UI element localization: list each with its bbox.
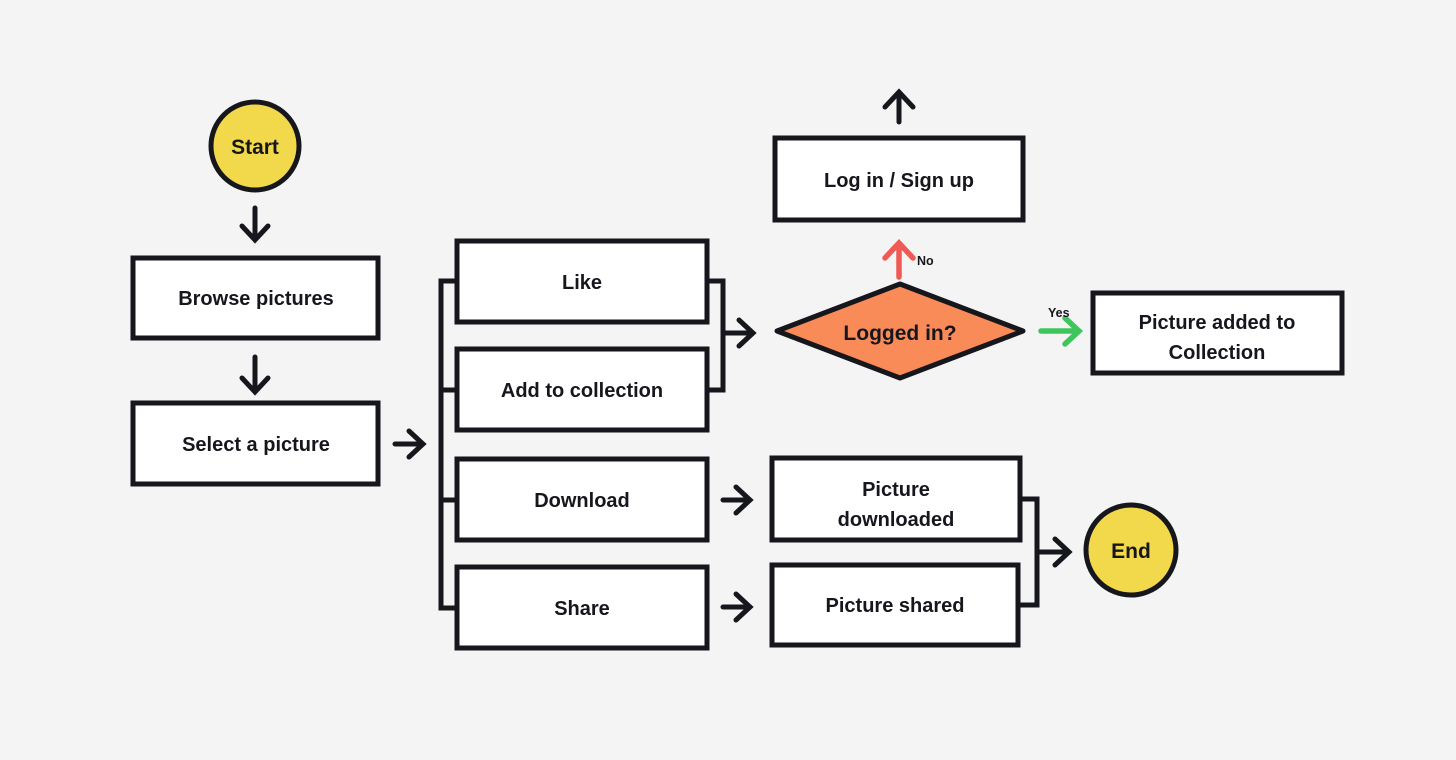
arrow-decision-yes bbox=[1038, 315, 1084, 347]
picture-added-label-line2: Collection bbox=[1169, 342, 1266, 364]
picture-downloaded-label-line2: downloaded bbox=[838, 509, 955, 531]
node-logged-in-decision[interactable]: Logged in? bbox=[774, 281, 1026, 381]
arrow-login-up bbox=[882, 88, 916, 125]
node-picture-shared[interactable]: Picture shared bbox=[769, 562, 1021, 648]
node-end[interactable]: End bbox=[1083, 502, 1179, 598]
node-start[interactable]: Start bbox=[208, 99, 302, 193]
add-to-collection-rect bbox=[454, 346, 710, 433]
node-download[interactable]: Download bbox=[454, 456, 710, 543]
picture-downloaded-label-line1: Picture bbox=[862, 479, 930, 501]
end-label: End bbox=[1111, 540, 1151, 563]
picture-downloaded-rect bbox=[769, 455, 1023, 543]
download-rect bbox=[454, 456, 710, 543]
select-a-picture-rect bbox=[130, 400, 381, 487]
share-rect bbox=[454, 564, 710, 651]
browse-pictures-label: Browse pictures bbox=[178, 288, 334, 310]
arrow-actions-to-decision bbox=[720, 317, 757, 349]
select-a-picture-label: Select a picture bbox=[182, 434, 330, 456]
node-login-signup[interactable]: Log in / Sign up bbox=[772, 135, 1026, 223]
arrow-share-to-shared bbox=[720, 591, 754, 623]
add-to-collection-label: Add to collection bbox=[501, 380, 663, 402]
logged-in-label: Logged in? bbox=[843, 322, 956, 345]
arrow-start-to-browse bbox=[239, 205, 271, 244]
like-rect bbox=[454, 238, 710, 325]
node-like[interactable]: Like bbox=[454, 238, 710, 325]
like-label: Like bbox=[562, 272, 602, 294]
start-terminal-circle bbox=[208, 99, 302, 193]
edge-label-yes: Yes bbox=[1048, 306, 1070, 320]
picture-added-label-line1: Picture added to bbox=[1139, 312, 1296, 334]
browse-pictures-rect bbox=[130, 255, 381, 341]
arrow-browse-to-select bbox=[239, 354, 271, 396]
node-share[interactable]: Share bbox=[454, 564, 710, 651]
arrow-download-to-downloaded bbox=[720, 484, 754, 516]
picture-added-rect bbox=[1090, 290, 1345, 376]
node-select-a-picture[interactable]: Select a picture bbox=[130, 400, 381, 487]
end-terminal-circle bbox=[1083, 502, 1179, 598]
node-add-to-collection[interactable]: Add to collection bbox=[454, 346, 710, 433]
node-picture-added-to-collection[interactable]: Picture added to Collection bbox=[1090, 290, 1345, 376]
picture-shared-label: Picture shared bbox=[826, 595, 965, 617]
login-signup-rect bbox=[772, 135, 1026, 223]
login-signup-label: Log in / Sign up bbox=[824, 170, 974, 192]
logged-in-diamond bbox=[774, 281, 1026, 381]
arrow-select-to-actions bbox=[392, 428, 427, 460]
start-label: Start bbox=[231, 136, 279, 159]
download-label: Download bbox=[534, 490, 630, 512]
edge-label-no: No bbox=[917, 254, 934, 268]
arrow-decision-no bbox=[882, 238, 916, 280]
picture-shared-rect bbox=[769, 562, 1021, 648]
bracket-actions-left bbox=[438, 278, 460, 611]
share-label: Share bbox=[554, 598, 610, 620]
node-browse-pictures[interactable]: Browse pictures bbox=[130, 255, 381, 341]
arrow-results-to-end bbox=[1034, 536, 1073, 568]
node-picture-downloaded[interactable]: Picture downloaded bbox=[769, 455, 1023, 543]
